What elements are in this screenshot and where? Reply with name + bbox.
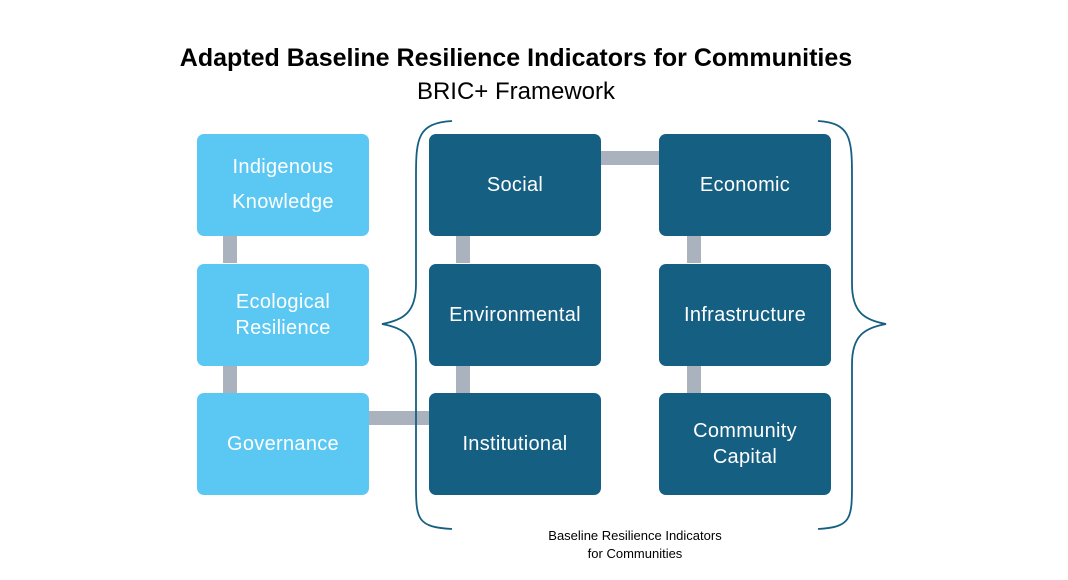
box-institutional: Institutional	[429, 393, 601, 495]
diagram-title: Adapted Baseline Resilience Indicators f…	[179, 44, 853, 72]
connector-social-economic	[601, 151, 659, 165]
box-label: Infrastructure	[683, 304, 807, 326]
box-social: Social	[429, 134, 601, 236]
box-label: Governance	[227, 433, 339, 455]
box-environmental: Environmental	[429, 264, 601, 366]
left-brace	[381, 120, 453, 530]
box-label: Institutional	[462, 433, 568, 455]
box-label: Community Capital	[693, 420, 797, 468]
connector-governance-institutional	[369, 411, 429, 425]
diagram-subtitle: BRIC+ Framework	[416, 78, 616, 105]
box-label: Economic	[699, 174, 791, 196]
box-governance: Governance	[197, 393, 369, 495]
box-label: Indigenous Knowledge	[232, 156, 334, 213]
connector-social-environmental	[456, 236, 470, 263]
connector-ecological-governance	[223, 366, 237, 393]
box-economic: Economic	[659, 134, 831, 236]
box-label: Social	[486, 174, 544, 196]
caption-line-1: Baseline Resilience Indicators	[548, 528, 722, 543]
right-brace	[817, 120, 887, 530]
box-label: Environmental	[449, 304, 581, 326]
box-ecological-resilience: Ecological Resilience	[197, 264, 369, 366]
box-indigenous-knowledge: Indigenous Knowledge	[197, 134, 369, 236]
connector-economic-infrastructure	[687, 236, 701, 263]
connector-ik-ecological	[223, 236, 237, 263]
connector-infrastructure-community	[687, 366, 701, 393]
box-infrastructure: Infrastructure	[659, 264, 831, 366]
box-community-capital: Community Capital	[659, 393, 831, 495]
caption-line-2: for Communities	[587, 545, 683, 561]
connector-environmental-institutional	[456, 366, 470, 393]
box-label: Ecological Resilience	[235, 291, 331, 339]
bric-caption: Baseline Resilience Indicators for Commu…	[520, 527, 750, 562]
